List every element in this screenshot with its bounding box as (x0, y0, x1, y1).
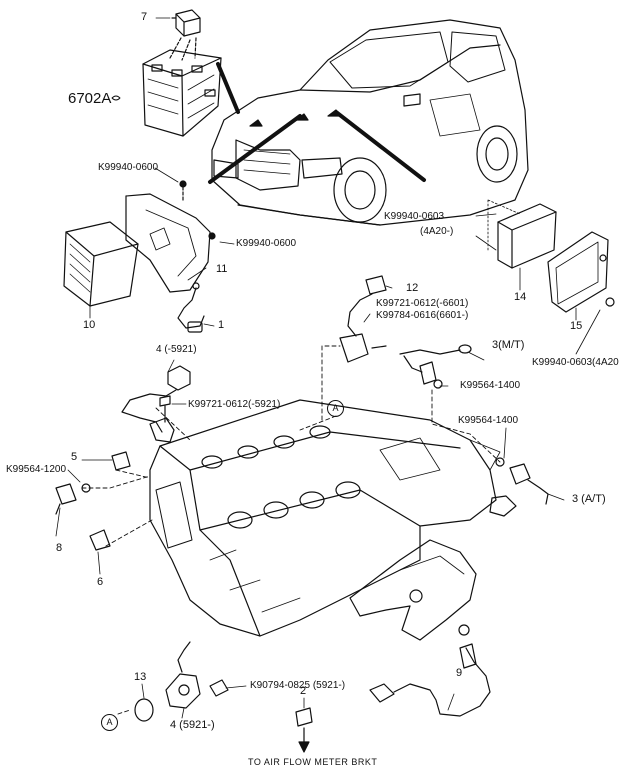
callout-k99564-1400-a: K99564-1400 (460, 380, 521, 391)
callout-k99784-0616: K99784-0616(6601-) (376, 310, 469, 321)
sensor-4-lower (165, 641, 201, 709)
sensor-6 (89, 529, 111, 551)
callout-6702a: 6702A (68, 90, 112, 107)
bolt (208, 232, 216, 240)
callout-3-at: 3 (A/T) (572, 493, 606, 505)
callout-k99940-0603-b: K99940-0603(4A20 (532, 357, 619, 368)
sensor-12 (339, 275, 387, 363)
callout-15: 15 (570, 320, 583, 332)
callout-9: 9 (456, 667, 463, 679)
footer-note: TO AIR FLOW METER BRKT (248, 757, 378, 767)
sensor-9-harness (369, 643, 491, 717)
callout-4-neg5921: 4 (-5921) (156, 344, 197, 355)
callout-k99564-1400-b: K99564-1400 (458, 415, 519, 426)
sensor-1 (177, 282, 205, 333)
relay-part (171, 9, 201, 37)
callout-k99940-0600-b: K99940-0600 (236, 238, 297, 249)
callout-2: 2 (300, 685, 307, 697)
callout-1: 1 (218, 319, 225, 331)
callout-14: 14 (514, 291, 527, 303)
sensor-5 (111, 451, 131, 471)
pointer-arrow (216, 62, 240, 114)
callout-k99940-0603-a: K99940-0603 (384, 211, 445, 222)
callout-k99940-0600-a: K99940-0600 (98, 162, 159, 173)
module-15 (547, 231, 615, 313)
leader-lines (55, 17, 601, 719)
circle-marker-a-upper: A (327, 400, 344, 417)
sensor-4-harness (121, 365, 191, 443)
oring-13 (134, 698, 154, 722)
callout-k99721-0612-a: K99721-0612(-6601) (376, 298, 469, 309)
bolt (179, 180, 187, 188)
callout-11: 11 (216, 263, 228, 275)
callout-7: 7 (141, 11, 148, 23)
mount-points (249, 109, 341, 127)
exhaust-manifold (349, 539, 477, 641)
ecu-bracket (125, 193, 211, 293)
arrow-head (298, 741, 310, 753)
callout-4-5921: 4 (5921-) (170, 719, 215, 731)
pointer-arrow (334, 110, 426, 182)
leader-dash (169, 37, 197, 61)
bracket-2 (295, 707, 313, 727)
callout-8: 8 (56, 542, 63, 554)
bolt-k99721-a (159, 395, 171, 423)
sensor-3-at (489, 457, 549, 517)
callout-k99721-0612-b: K99721-0612(-5921) (188, 399, 281, 410)
bolt-k90794 (209, 679, 229, 697)
callout-3-mt: 3(M/T) (492, 339, 525, 351)
dashed-links (81, 345, 501, 715)
callout-12: 12 (406, 282, 419, 294)
pointer-arrow (208, 114, 302, 184)
battery (111, 49, 222, 137)
sensor-8 (55, 483, 91, 515)
callout-6: 6 (97, 576, 104, 588)
ecu-unit (63, 221, 139, 307)
callout-5: 5 (71, 451, 78, 463)
sensor-3-mt (399, 344, 472, 389)
callout-k99564-1200: K99564-1200 (6, 464, 67, 475)
callout-13: 13 (134, 671, 147, 683)
vehicle-suv (211, 19, 529, 226)
module-14 (487, 199, 557, 269)
callout-k90794-0825: K90794-0825 (5921-) (250, 680, 346, 691)
circle-marker-a-lower: A (101, 714, 118, 731)
callout-4a20-a: (4A20-) (420, 226, 454, 237)
engine-block (149, 399, 501, 637)
callout-10: 10 (83, 319, 96, 331)
